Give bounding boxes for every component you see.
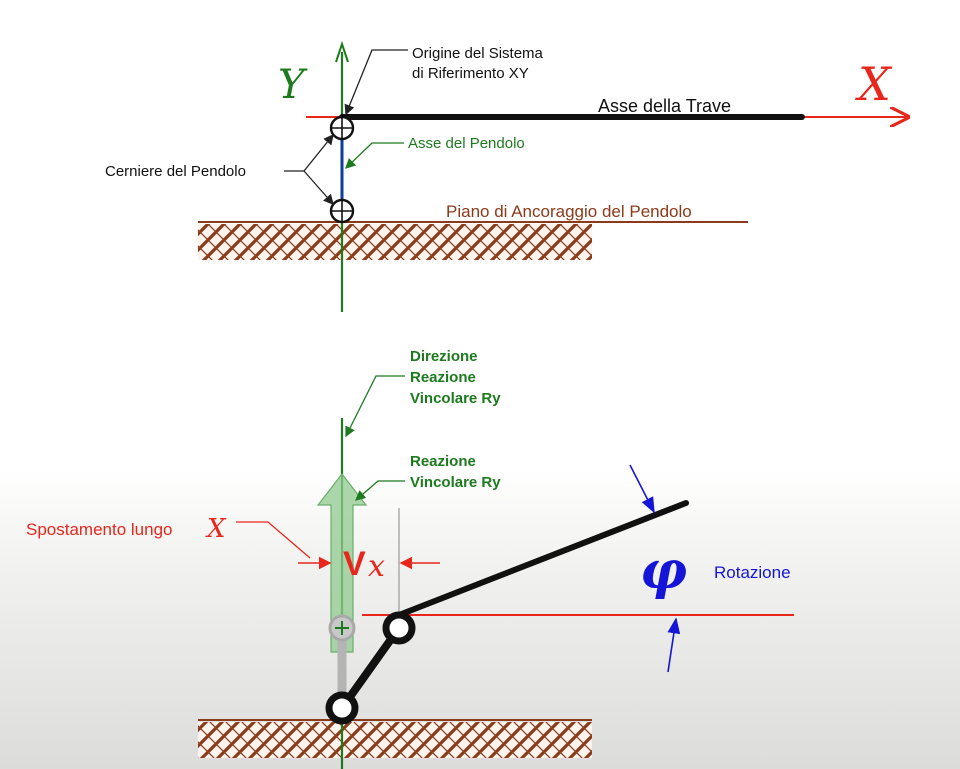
- reaction-label-line1: Reazione: [410, 453, 476, 470]
- top-diagram: Υ X Asse della Trave Origine del Sistema…: [105, 40, 908, 312]
- displacement-axis-symbol: X: [205, 514, 227, 544]
- displacement-leader: [236, 521, 311, 559]
- origin-leader: [344, 49, 408, 116]
- direction-label-line2: Reazione: [410, 369, 476, 386]
- x-axis-label: X: [855, 57, 893, 111]
- reaction-label-line2: Vincolare Ry: [410, 474, 501, 491]
- displacement-label: Spostamento lungo: [26, 520, 173, 539]
- beam-axis-label: Asse della Trave: [598, 96, 731, 116]
- pendulum-axis-label: Asse del Pendolo: [408, 135, 525, 152]
- ground-bottom: [198, 722, 592, 758]
- hinges-label: Cerniere del Pendolo: [105, 163, 246, 180]
- y-axis-label: Υ: [278, 62, 308, 108]
- vx-symbol-x: x: [368, 549, 385, 584]
- ground-top: [198, 224, 592, 260]
- vx-symbol-v: V: [343, 545, 366, 583]
- y-axis-arrowhead: [335, 40, 349, 63]
- rotation-arrow-lower: [667, 617, 681, 673]
- origin-label-line2: di Riferimento XY: [412, 65, 529, 82]
- hinges-leader-lower: [303, 170, 334, 205]
- rotation-arrow-upper: [629, 464, 655, 514]
- beam-rotated: [396, 500, 689, 618]
- hinges-leader-upper: [284, 133, 334, 172]
- reaction-leader: [355, 480, 405, 501]
- anchor-plane-label: Piano di Ancoraggio del Pendolo: [446, 202, 692, 221]
- bottom-diagram: V x Spostamento lungo X Direzione Reazio…: [26, 348, 794, 769]
- rotation-label: Rotazione: [714, 563, 791, 582]
- hinge-displaced-lower: [325, 691, 359, 725]
- pendulum-axis-leader: [345, 142, 404, 169]
- phi-symbol: φ: [640, 540, 687, 601]
- direction-label-line3: Vincolare Ry: [410, 390, 501, 407]
- hinge-displaced-upper: [382, 611, 416, 645]
- direction-label-line1: Direzione: [410, 348, 478, 365]
- direction-leader: [345, 375, 405, 438]
- origin-label-line1: Origine del Sistema: [412, 45, 544, 62]
